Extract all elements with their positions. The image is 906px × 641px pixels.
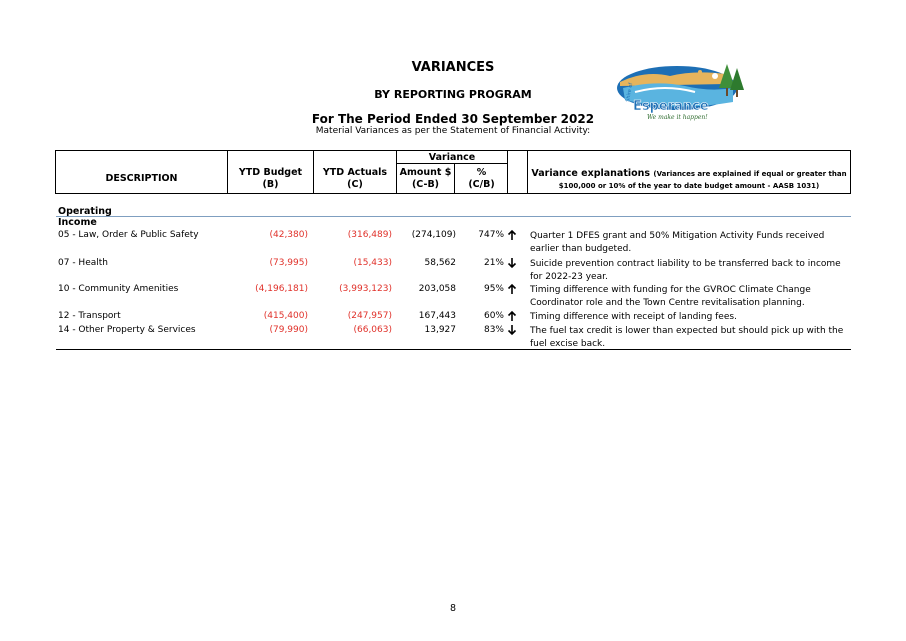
row-explanation: Timing difference with funding for the G… [530, 285, 811, 308]
col-ytd-actuals: YTD Actuals(C) [322, 167, 388, 190]
arrow-up-icon [507, 310, 517, 321]
row-ytd-actuals: (316,489) [347, 230, 392, 240]
row-pct: 747% [478, 230, 504, 240]
section-income: Income [58, 217, 97, 228]
arrow-down-icon [507, 258, 517, 269]
row-description: 12 - Transport [58, 311, 121, 321]
row-amount: 13,927 [424, 325, 457, 335]
row-ytd-budget: (73,995) [269, 258, 308, 268]
row-ytd-budget: (79,990) [269, 325, 308, 335]
arrow-up-icon [507, 283, 517, 294]
page-title: VARIANCES [411, 60, 495, 75]
row-description: 05 - Law, Order & Public Safety [58, 230, 199, 240]
col-ytd-budget: YTD Budget(B) [238, 167, 303, 190]
col-amount: Amount $(C-B) [399, 167, 452, 190]
row-ytd-budget: (42,380) [269, 230, 308, 240]
page-subtitle: BY REPORTING PROGRAM [374, 88, 532, 101]
row-description: 14 - Other Property & Services [58, 325, 196, 335]
shire-of-esperance-logo: Shire of Esperance We make it happen! [617, 64, 744, 121]
arrow-down-icon [507, 325, 517, 336]
row-ytd-budget: (4,196,181) [255, 284, 308, 294]
row-explanation: Quarter 1 DFES grant and 50% Mitigation … [530, 231, 825, 254]
table-header: DESCRIPTION YTD Budget(B) YTD Actuals(C)… [55, 150, 851, 194]
logo-name: Esperance [633, 99, 709, 114]
row-explanation: Timing difference with receipt of landin… [530, 312, 737, 322]
row-explanation: Suicide prevention contract liability to… [530, 259, 841, 282]
col-description: DESCRIPTION [105, 173, 178, 184]
row-ytd-actuals: (66,063) [353, 325, 392, 335]
row-amount: 58,562 [424, 258, 457, 268]
row-pct: 60% [483, 311, 504, 321]
row-pct: 95% [483, 284, 504, 294]
col-explanations: Variance explanations (Variances are exp… [531, 168, 847, 190]
logo-shire-of: Shire of [625, 82, 634, 102]
col-pct: %(C/B) [468, 167, 495, 190]
report-note: Material Variances as per the Statement … [315, 126, 591, 136]
period-heading: For The Period Ended 30 September 2022 [311, 112, 595, 126]
logo-tagline: We make it happen! [647, 114, 708, 121]
page-number: 8 [449, 603, 457, 614]
row-pct: 83% [483, 325, 504, 335]
row-explanation: The fuel tax credit is lower than expect… [530, 326, 844, 349]
row-pct: 21% [483, 258, 504, 268]
arrow-up-icon [507, 229, 517, 240]
section-operating: Operating [58, 206, 112, 217]
row-description: 07 - Health [58, 258, 108, 268]
row-ytd-actuals: (247,957) [347, 311, 392, 321]
col-variance-group: Variance [428, 152, 476, 163]
row-amount: (274,109) [411, 230, 456, 240]
row-ytd-actuals: (15,433) [353, 258, 392, 268]
table-bottom-rule [56, 349, 851, 350]
section-rule [56, 216, 851, 217]
row-ytd-budget: (415,400) [263, 311, 308, 321]
row-ytd-actuals: (3,993,123) [339, 284, 392, 294]
row-description: 10 - Community Amenities [58, 284, 179, 294]
row-amount: 167,443 [418, 311, 456, 321]
row-amount: 203,058 [418, 284, 456, 294]
